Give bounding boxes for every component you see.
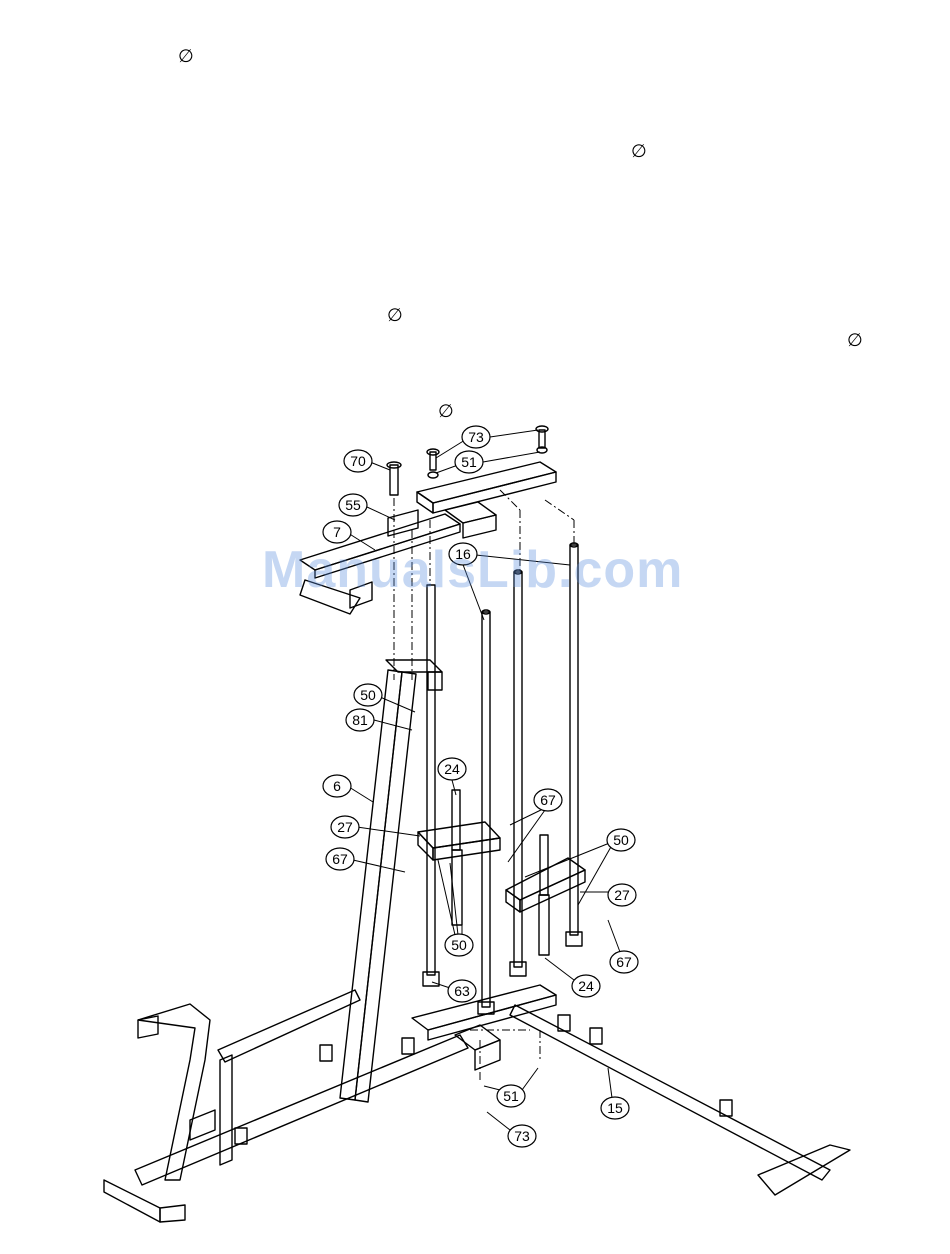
callout-73-top: 73 — [468, 429, 484, 445]
callout-55: 55 — [345, 497, 361, 513]
callout-50-upper: 50 — [360, 687, 376, 703]
callout-50-right: 50 — [613, 832, 629, 848]
callout-51-bottom: 51 — [503, 1088, 519, 1104]
callout-7: 7 — [333, 524, 341, 540]
callout-27-left: 27 — [337, 819, 353, 835]
callout-73-bottom: 73 — [514, 1128, 530, 1144]
callout-6: 6 — [333, 778, 341, 794]
callout-27-right: 27 — [614, 887, 630, 903]
watermark-text: ManualsLib.com — [262, 540, 683, 600]
base-frame — [104, 985, 850, 1222]
callout-50-lower: 50 — [451, 937, 467, 953]
callout-63: 63 — [454, 983, 470, 999]
callout-70: 70 — [350, 453, 366, 469]
callout-81: 81 — [352, 712, 368, 728]
callout-51-top: 51 — [461, 454, 477, 470]
callout-67-center: 67 — [540, 792, 556, 808]
carriage-left — [418, 790, 500, 925]
carriage-right — [506, 835, 585, 955]
callout-67-right: 67 — [616, 954, 632, 970]
callout-15: 15 — [607, 1100, 623, 1116]
callout-67-left: 67 — [332, 851, 348, 867]
callout-24-right: 24 — [578, 978, 594, 994]
callout-24-left: 24 — [444, 761, 460, 777]
